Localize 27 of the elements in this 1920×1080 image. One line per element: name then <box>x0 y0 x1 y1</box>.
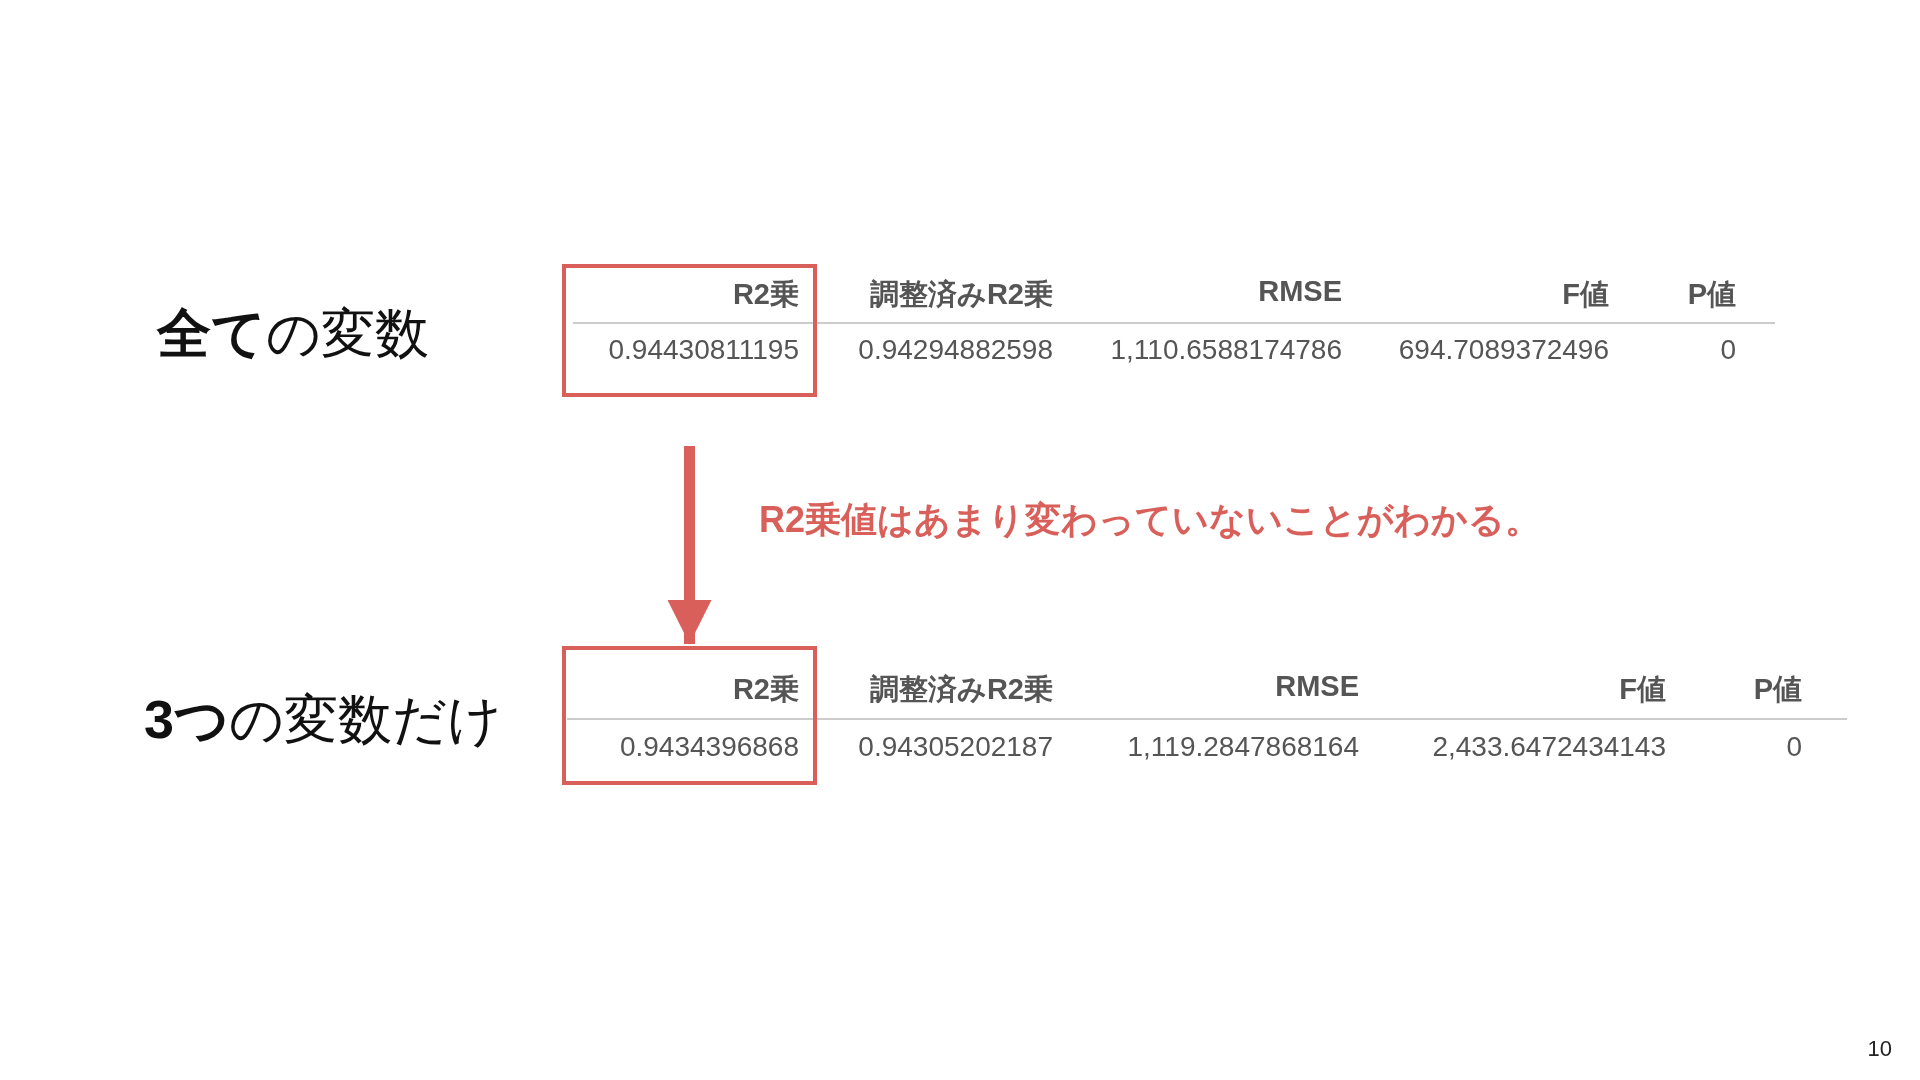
table-value: 0 <box>1720 334 1736 366</box>
table-value: 0.94305202187 <box>858 731 1053 763</box>
table-value: 0.94294882598 <box>858 334 1053 366</box>
edge-label: R2乗値はあまり変わっていないことがわかる。 <box>759 498 1542 542</box>
column-header: P値 <box>1753 672 1802 707</box>
column-header: F値 <box>1619 672 1666 707</box>
table-value: 0.9434396868 <box>619 731 799 763</box>
highlight-box <box>562 264 817 397</box>
table-value: 694.7089372496 <box>1398 334 1609 366</box>
table-value: 1,119.2847868164 <box>1127 731 1359 763</box>
table-value: 0 <box>1786 731 1802 763</box>
page-number: 10 <box>1867 1036 1892 1062</box>
row-title: 全ての変数 <box>157 302 429 365</box>
column-header: F値 <box>1562 277 1609 312</box>
column-header: P値 <box>1687 277 1736 312</box>
arrow <box>667 446 712 644</box>
table-value: 0.94430811195 <box>608 334 799 366</box>
column-header: RMSE <box>1258 275 1342 308</box>
table-value: 2,433.6472434143 <box>1432 731 1666 763</box>
row-title: 3つの変数だけ <box>144 688 503 751</box>
column-header: 調整済みR2乗 <box>869 277 1053 312</box>
column-header: 調整済みR2乗 <box>869 672 1053 707</box>
column-header: R2乗 <box>732 277 799 312</box>
column-header: R2乗 <box>732 672 799 707</box>
highlight-box <box>562 646 817 785</box>
column-header: RMSE <box>1275 670 1359 703</box>
table-value: 1,110.6588174786 <box>1110 334 1342 366</box>
